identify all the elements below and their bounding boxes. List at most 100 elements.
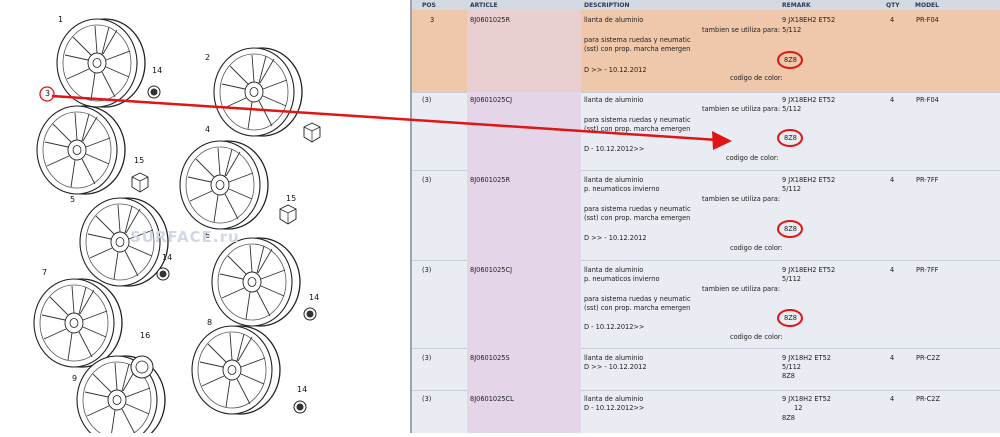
table-row[interactable]: (3) 8J0601025R llanta de aluminio p. neu… xyxy=(412,170,1000,261)
row-remark-4: codigo de color: xyxy=(730,244,783,252)
row-article[interactable]: 8J0601025CL xyxy=(470,395,514,403)
row-qty: 4 xyxy=(890,395,895,403)
row-remark-2: 5/112 xyxy=(782,275,802,283)
row-article[interactable]: 8J0601025R xyxy=(470,16,511,24)
header-qty: QTY xyxy=(886,2,900,9)
row-qty: 4 xyxy=(890,16,895,24)
table-row[interactable]: (3) 8J0601025CL llanta de aluminio D - 1… xyxy=(412,390,1000,433)
callout-14b: 14 xyxy=(162,253,172,262)
row-remark-1: 9 JX18EH2 ET52 xyxy=(782,96,836,104)
row-remark-1: 9 JX18H2 ET52 xyxy=(782,354,831,362)
row-remark-1: 9 JX18H2 ET52 xyxy=(782,395,831,403)
table-row[interactable]: (3) 8J0601025CJ llanta de aluminio p. ne… xyxy=(412,260,1000,349)
row-desc-3: (sst) con prop. marcha emergen xyxy=(584,125,691,133)
row-remark-2: 12 xyxy=(794,404,803,412)
row-desc-3: para sistema ruedas y neumatic xyxy=(584,295,691,303)
row-remark-2: tambien se utiliza para: 5/112 xyxy=(702,105,802,113)
row-qty: 4 xyxy=(890,266,895,274)
row-article[interactable]: 8J0601025CJ xyxy=(470,266,513,274)
header-article: ARTICLE xyxy=(470,2,498,9)
row-desc-4: (sst) con prop. marcha emergen xyxy=(584,304,691,312)
row-remark-2: tambien se utiliza para: 5/112 xyxy=(702,26,802,34)
row-desc-3: para sistema ruedas y neumatic xyxy=(584,205,691,213)
article-column-bg xyxy=(467,390,581,433)
row-remark-color: 8Z8 xyxy=(782,372,795,380)
callout-14a: 14 xyxy=(152,66,162,75)
callout-16: 16 xyxy=(140,331,150,340)
row-desc-5: D - 10.12.2012>> xyxy=(584,323,645,331)
row-desc-2: p. neumaticos invierno xyxy=(584,275,660,283)
row-desc-2: para sistema ruedas y neumatic xyxy=(584,116,691,124)
callout-14d: 14 xyxy=(297,385,307,394)
watermark: SURFACE.ru xyxy=(130,228,240,246)
row-remark-color: 8Z8 xyxy=(782,414,795,422)
row-remark-1: 9 JX18EH2 ET52 xyxy=(782,266,836,274)
callout-14c: 14 xyxy=(309,293,319,302)
row-remark-2: 5/112 xyxy=(782,185,802,193)
callout-3-highlight-circle xyxy=(39,86,55,102)
header-remark: REMARK xyxy=(782,2,811,9)
row-article[interactable]: 8J0601025S xyxy=(470,354,510,362)
callout-7: 7 xyxy=(42,268,47,277)
row-remark-2b: tambien se utiliza para: xyxy=(702,195,781,203)
row-desc-1: llanta de aluminio xyxy=(584,176,644,184)
row-model: PR-F04 xyxy=(916,96,939,104)
color-code-highlight-circle xyxy=(777,51,803,69)
row-model: PR-7FF xyxy=(916,266,939,274)
row-remark-1: 9 JX18EH2 ET52 xyxy=(782,176,836,184)
row-qty: 4 xyxy=(890,176,895,184)
row-pos: (3) xyxy=(422,266,432,274)
row-remark-2b: tambien se utiliza para: xyxy=(702,285,781,293)
table-header: POS ARTICLE DESCRIPTION REMARK QTY MODEL xyxy=(412,0,1000,10)
row-model: PR-C2Z xyxy=(916,395,940,403)
color-code-highlight-circle xyxy=(777,129,803,147)
row-desc-1: llanta de aluminio xyxy=(584,395,644,403)
row-desc-5: D >> - 10.12.2012 xyxy=(584,363,647,371)
row-desc-5: D >> - 10.12.2012 xyxy=(584,234,647,242)
row-model: PR-C2Z xyxy=(916,354,940,362)
article-column-bg xyxy=(467,10,581,92)
color-code-highlight-circle xyxy=(777,309,803,327)
callout-8: 8 xyxy=(207,318,212,327)
row-desc-3: para sistema ruedas y neumatic xyxy=(584,36,691,44)
row-desc-1: llanta de aluminio xyxy=(584,96,644,104)
header-model: MODEL xyxy=(915,2,939,9)
row-remark-2: 5/112 xyxy=(782,363,802,371)
row-model: PR-F04 xyxy=(916,16,939,24)
row-desc-1: llanta de aluminio xyxy=(584,266,644,274)
header-description: DESCRIPTION xyxy=(584,2,630,9)
row-desc-5: D >> - 10.12.2012 xyxy=(584,66,647,74)
article-column-bg xyxy=(467,170,581,260)
table-row[interactable]: (3) 8J0601025S llanta de aluminio D >> -… xyxy=(412,348,1000,391)
row-desc-1: llanta de aluminio xyxy=(584,354,644,362)
panel-divider xyxy=(410,0,412,433)
callout-4: 4 xyxy=(205,125,210,134)
callout-15a: 15 xyxy=(134,156,144,165)
table-row[interactable]: 3 8J0601025R llanta de aluminio para sis… xyxy=(412,10,1000,93)
row-pos: (3) xyxy=(422,354,432,362)
callout-6: 6 xyxy=(205,231,210,240)
row-pos: (3) xyxy=(422,96,432,104)
row-desc-2: p. neumaticos invierno xyxy=(584,185,660,193)
callout-5: 5 xyxy=(70,195,75,204)
row-qty: 4 xyxy=(890,96,895,104)
row-article[interactable]: 8J0601025CJ xyxy=(470,96,513,104)
color-code-highlight-circle xyxy=(777,220,803,238)
callout-1: 1 xyxy=(58,15,63,24)
callout-3: 3 xyxy=(45,89,50,98)
row-qty: 4 xyxy=(890,354,895,362)
callout-2: 2 xyxy=(205,53,210,62)
row-desc-5: D - 10.12.2012>> xyxy=(584,145,645,153)
hub-cap-16 xyxy=(130,355,154,379)
article-column-bg xyxy=(467,348,581,390)
row-desc-4: (sst) con prop. marcha emergen xyxy=(584,214,691,222)
row-remark-1: 9 JX18EH2 ET52 xyxy=(782,16,836,24)
row-article[interactable]: 8J0601025R xyxy=(470,176,511,184)
table-row[interactable]: (3) 8J0601025CJ llanta de aluminio para … xyxy=(412,92,1000,171)
row-remark-4: codigo de color: xyxy=(730,333,783,341)
wheel-diagram-drawing: 1 2 14 3 4 15 5 15 6 14 7 14 16 8 9 14 xyxy=(33,15,321,437)
callout-15b: 15 xyxy=(286,194,296,203)
row-desc-1: llanta de aluminio xyxy=(584,16,644,24)
row-remark-4: codigo de color: xyxy=(730,74,783,82)
callout-9: 9 xyxy=(72,374,77,383)
